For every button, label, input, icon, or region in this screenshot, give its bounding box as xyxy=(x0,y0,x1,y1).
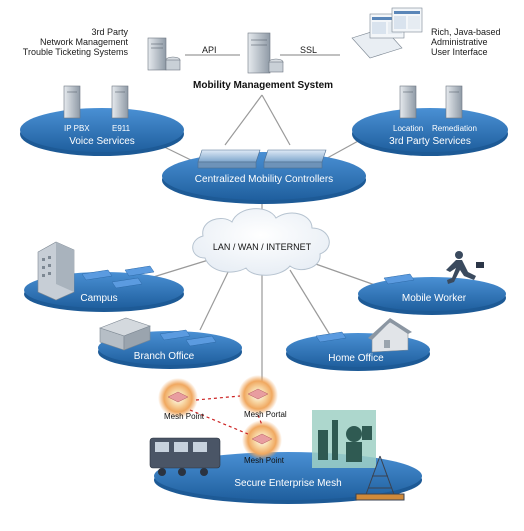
oil-rig-icon xyxy=(355,455,405,501)
branch-office-label: Branch Office xyxy=(133,351,195,362)
industrial-icon xyxy=(312,410,376,468)
mms-title: Mobility Management System xyxy=(193,80,334,91)
controllers-platform xyxy=(162,149,366,204)
nms-server-icon xyxy=(147,37,181,71)
mesh-label: Secure Enterprise Mesh xyxy=(234,478,342,489)
mobile-worker-platform xyxy=(358,251,506,315)
location-label: Location xyxy=(393,124,424,133)
home-office-label: Home Office xyxy=(328,353,384,364)
admin-ui-label-line3: User Interface xyxy=(431,47,488,57)
mesh-link-dashed xyxy=(189,395,263,435)
cloud-icon xyxy=(192,208,330,276)
remediation-label: Remediation xyxy=(432,124,477,133)
nms-label-line3: Trouble Ticketing Systems xyxy=(22,47,128,57)
running-person-icon xyxy=(446,251,484,284)
campus-label: Campus xyxy=(80,293,118,304)
branch-office-platform xyxy=(98,317,242,369)
third-party-services-platform xyxy=(352,85,508,156)
controllers-label: Centralized Mobility Controllers xyxy=(194,174,334,185)
voice-services-label: Voice Services xyxy=(69,136,135,147)
ip-pbx-label: IP PBX xyxy=(64,124,90,133)
nms-label-line1: 3rd Party xyxy=(91,27,128,37)
e911-label: E911 xyxy=(112,124,131,133)
voice-services-platform xyxy=(20,85,184,156)
mobile-worker-label: Mobile Worker xyxy=(401,293,467,304)
admin-ui-label-line1: Rich, Java-based xyxy=(431,27,501,37)
train-icon xyxy=(149,437,221,476)
mesh-platform xyxy=(149,375,422,504)
home-office-platform xyxy=(286,318,430,371)
admin-ui-label-line2: Administrative xyxy=(431,37,488,47)
nms-label-line2: Network Management xyxy=(39,37,128,47)
third-party-services-label: 3rd Party Services xyxy=(389,136,471,147)
ssl-label: SSL xyxy=(300,45,318,55)
mesh-point-1-label: Mesh Point xyxy=(164,412,205,421)
network-label: LAN / WAN / INTERNET xyxy=(212,242,312,252)
campus-platform xyxy=(24,241,184,312)
admin-ui-screens-icon xyxy=(351,7,423,59)
connector-lines xyxy=(149,54,376,390)
mesh-portal-label: Mesh Portal xyxy=(244,410,287,419)
mesh-point-2-label: Mesh Point xyxy=(244,456,285,465)
mms-server-icon xyxy=(247,32,284,74)
api-label: API xyxy=(202,45,217,55)
